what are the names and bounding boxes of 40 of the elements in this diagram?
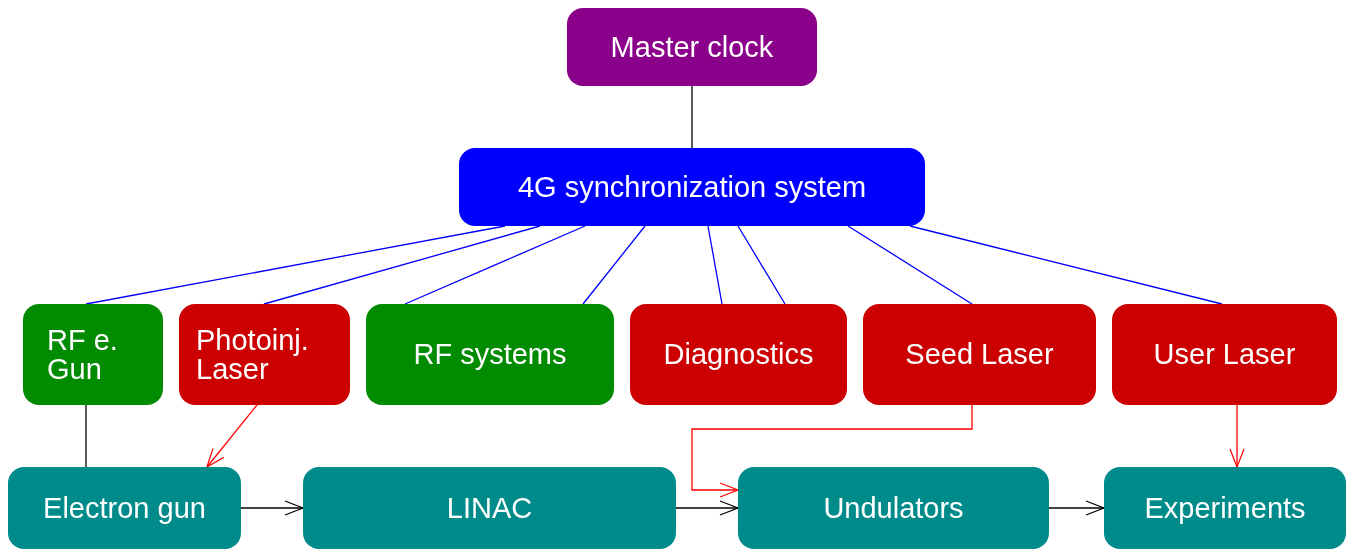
system-box — [863, 304, 1096, 405]
arrow — [691, 404, 973, 498]
connector-line — [847, 225, 973, 305]
connector-line — [404, 225, 586, 305]
connector-line — [582, 225, 646, 305]
stage-box — [738, 467, 1049, 549]
system-box — [179, 304, 350, 405]
node-label: Master clock — [610, 32, 774, 62]
connector-line — [909, 225, 1223, 305]
arrow — [675, 500, 739, 516]
arrow — [206, 404, 258, 468]
connector-line — [691, 85, 693, 149]
node-label: LINAC — [446, 493, 533, 523]
connector-line — [263, 225, 541, 305]
system-box — [1112, 304, 1337, 405]
system-box — [459, 148, 925, 226]
stage-box — [303, 467, 676, 549]
stage-box — [1104, 467, 1346, 549]
system-box — [630, 304, 847, 405]
node-label: Electron gun — [43, 493, 206, 523]
node-label: Seed Laser — [905, 340, 1054, 369]
node-label: 4G synchronization system — [517, 172, 867, 202]
connector-line — [707, 225, 723, 305]
stage-box — [8, 467, 241, 549]
arrow — [1048, 500, 1105, 516]
node-label: Undulators — [823, 493, 964, 523]
node-label: Experiments — [1144, 493, 1306, 523]
node-label: RF systems — [413, 340, 567, 369]
connector-line — [85, 225, 506, 305]
node-label: RF e. Gun — [47, 325, 119, 384]
system-box — [23, 304, 163, 405]
node-label: User Laser — [1153, 340, 1296, 369]
arrow — [1229, 404, 1245, 468]
node-label: Photoinj. Laser — [196, 325, 310, 384]
system-box — [567, 8, 817, 86]
node-label: Diagnostics — [663, 340, 814, 369]
connector-line — [85, 404, 87, 468]
arrow — [240, 500, 304, 516]
system-box — [366, 304, 614, 405]
connector-line — [737, 225, 786, 305]
